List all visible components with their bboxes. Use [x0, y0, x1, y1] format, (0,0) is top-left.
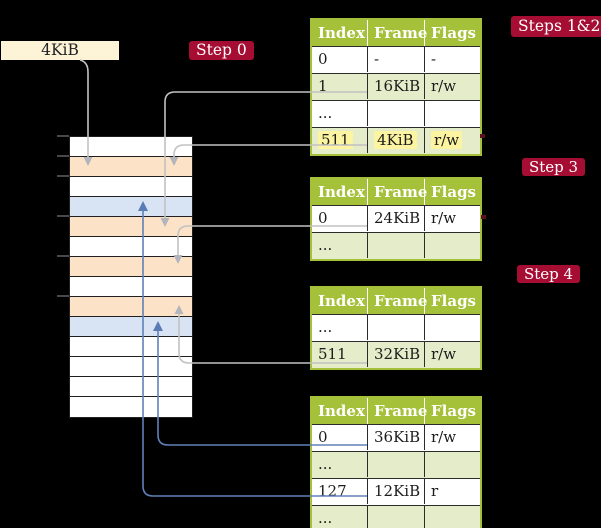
table-row: ...	[312, 232, 480, 259]
table-row: ...	[312, 314, 480, 341]
memory-row	[70, 137, 192, 157]
header-index: Index	[312, 398, 368, 424]
memory-row	[70, 357, 192, 377]
memory-row	[70, 257, 192, 277]
table-row: 0 24KiB r/w	[312, 205, 480, 232]
cell-flags: r	[431, 482, 439, 500]
memory-row	[70, 177, 192, 197]
highlight: 511	[318, 131, 353, 149]
memory-row	[70, 157, 192, 177]
cell-flags: r/w	[431, 209, 457, 227]
table-header-row: Index Frame Flags	[312, 288, 480, 314]
table-row-highlighted: 511 4KiB r/w	[312, 127, 480, 154]
badge-step-0: Step 0	[189, 41, 254, 60]
header-frame: Frame	[368, 179, 427, 205]
cell-flags: r/w	[431, 345, 457, 363]
page-table-step-4: Index Frame Flags ... 511 32KiB r/w	[310, 286, 482, 370]
cell-flags: r/w	[425, 128, 480, 153]
header-flags: Flags	[431, 24, 476, 42]
cell-frame: 24KiB	[368, 206, 425, 231]
table-header-row: Index Frame Flags	[312, 179, 480, 205]
cell-index: 511	[312, 342, 368, 367]
cell-frame	[368, 452, 425, 477]
table-row: 511 32KiB r/w	[312, 341, 480, 368]
header-index: Index	[312, 288, 368, 314]
badge-step-4: Step 4	[517, 265, 581, 283]
cell-flags	[425, 233, 480, 258]
table-row: 127 12KiB r	[312, 478, 480, 505]
cell-index: 511	[312, 128, 368, 153]
memory-row	[70, 217, 192, 237]
cell-frame: 36KiB	[368, 425, 425, 450]
cell-index: ...	[312, 315, 368, 340]
table-row: ...	[312, 505, 480, 528]
header-flags: Flags	[431, 402, 476, 420]
memory-row	[70, 397, 192, 417]
cell-flags	[425, 506, 480, 528]
table-row: 0 - -	[312, 46, 480, 73]
table-row: 1 16KiB r/w	[312, 73, 480, 100]
header-frame: Frame	[368, 288, 427, 314]
cell-frame	[368, 233, 425, 258]
cell-index: 1	[312, 74, 368, 99]
badge-steps-1-2: Steps 1&2	[511, 16, 601, 37]
cell-index: ...	[312, 101, 368, 126]
header-frame: Frame	[368, 20, 427, 46]
memory-row	[70, 297, 192, 317]
table-row: ...	[312, 451, 480, 478]
physical-memory-column	[69, 136, 193, 418]
table-row: 0 36KiB r/w	[312, 424, 480, 451]
memory-row	[70, 197, 192, 217]
cell-frame: 32KiB	[368, 342, 425, 367]
highlight: 4KiB	[374, 131, 417, 149]
cell-flags	[425, 315, 480, 340]
table-header-row: Index Frame Flags	[312, 398, 480, 424]
cell-frame	[368, 101, 425, 126]
header-index: Index	[312, 20, 368, 46]
cell-frame	[368, 315, 425, 340]
page-table-step-3: Index Frame Flags 0 24KiB r/w ...	[310, 177, 482, 261]
cell-flags	[425, 101, 480, 126]
cell-index: 0	[312, 425, 368, 450]
cell-flags: -	[431, 50, 437, 68]
cell-index: 0	[312, 206, 368, 231]
memory-row	[70, 277, 192, 297]
cell-frame: 16KiB	[368, 74, 425, 99]
cell-index: ...	[312, 233, 368, 258]
memory-row	[70, 337, 192, 357]
header-index: Index	[312, 179, 368, 205]
header-flags: Flags	[431, 292, 476, 310]
header-flags: Flags	[431, 183, 476, 201]
cell-frame: -	[368, 47, 425, 72]
memory-row	[70, 377, 192, 397]
memory-tick-marks	[57, 135, 69, 297]
cell-frame	[368, 506, 425, 528]
memory-row	[70, 237, 192, 257]
cell-index: 127	[312, 479, 368, 504]
cr3-frame-box: 4KiB	[1, 41, 119, 60]
header-frame: Frame	[368, 398, 427, 424]
page-table-level-low: Index Frame Flags 0 36KiB r/w ... 127 12…	[310, 396, 482, 528]
cell-flags: r/w	[431, 77, 457, 95]
highlight: r/w	[431, 131, 463, 149]
page-table-level-high: Index Frame Flags 0 - - 1 16KiB r/w ... …	[310, 18, 482, 156]
table-row: ...	[312, 100, 480, 127]
cell-index: ...	[312, 506, 368, 528]
cell-index: ...	[312, 452, 368, 477]
cell-flags: r/w	[431, 428, 457, 446]
badge-step-3: Step 3	[522, 158, 586, 176]
table-header-row: Index Frame Flags	[312, 20, 480, 46]
cell-flags	[425, 452, 480, 477]
memory-row	[70, 317, 192, 337]
cell-frame: 12KiB	[368, 479, 425, 504]
cell-index: 0	[312, 47, 368, 72]
cell-frame: 4KiB	[368, 128, 425, 153]
